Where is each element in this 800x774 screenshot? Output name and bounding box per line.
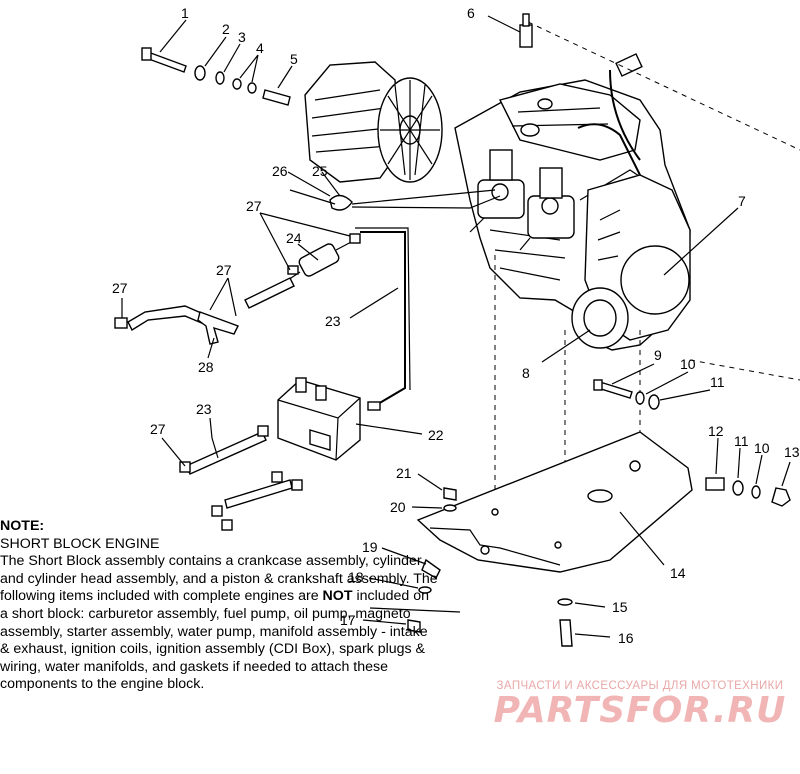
- callout-20: 20: [390, 499, 406, 515]
- callout-11-upper: 11: [710, 374, 725, 390]
- callout-14: 14: [670, 565, 686, 581]
- callout-15: 15: [612, 599, 628, 615]
- callout-8: 8: [522, 365, 530, 381]
- callout-2: 2: [222, 21, 230, 37]
- short-block-note: NOTE: SHORT BLOCK ENGINE The Short Block…: [0, 518, 440, 694]
- watermark-tagline: ЗАПЧАСТИ И АКСЕССУАРЫ ДЛЯ МОТОТЕХНИКИ: [496, 680, 784, 692]
- fuel-lines: [114, 189, 501, 405]
- mount-hardware-right: [593, 379, 791, 507]
- callout-22: 22: [428, 427, 444, 443]
- clutch-hardware: [141, 47, 291, 106]
- callout-16: 16: [618, 630, 634, 646]
- callout-11-lower: 11: [734, 433, 749, 449]
- mount-hardware-left: [369, 487, 573, 647]
- callout-13: 13: [784, 444, 800, 460]
- note-body: The Short Block assembly contains a cran…: [0, 553, 438, 692]
- callout-3: 3: [238, 29, 246, 45]
- note-emphasis: NOT: [322, 588, 353, 605]
- callout-9: 9: [654, 347, 662, 363]
- note-subtitle: SHORT BLOCK ENGINE: [0, 535, 160, 552]
- note-title: NOTE:: [0, 518, 45, 534]
- callout-7: 7: [738, 193, 746, 209]
- callout-27-top: 27: [246, 198, 262, 214]
- watermark: ЗАПЧАСТИ И АКСЕССУАРЫ ДЛЯ МОТОТЕХНИКИ PA…: [490, 680, 790, 731]
- callout-12: 12: [708, 423, 724, 439]
- starter-pulley: [571, 287, 629, 349]
- callout-21: 21: [396, 465, 412, 481]
- callout-27-middle: 27: [216, 262, 232, 278]
- callout-19: 19: [362, 539, 378, 555]
- callout-labels: 1 2 3 4 5 6 7 8 9 10 10 11 11 12 13 14 1…: [112, 5, 800, 646]
- callout-26: 26: [272, 163, 288, 179]
- callout-5: 5: [290, 51, 298, 67]
- leader-lines: [121, 15, 791, 638]
- carburetor-assembly: [469, 149, 575, 251]
- engine-block: [454, 53, 691, 351]
- fitting-6: [519, 13, 533, 48]
- callout-27-left: 27: [112, 280, 128, 296]
- note-body-end: included on a short block: carburetor as…: [0, 588, 430, 693]
- callout-25: 25: [312, 163, 328, 179]
- callout-4: 4: [256, 40, 264, 56]
- callout-24: 24: [286, 230, 302, 246]
- drive-clutch: [304, 61, 443, 183]
- engine-mount-plate: [416, 431, 693, 573]
- callout-10-lower: 10: [754, 440, 770, 456]
- callout-23-lower: 23: [196, 401, 212, 417]
- callout-27-lower: 27: [150, 421, 166, 437]
- callout-10-upper: 10: [680, 356, 696, 372]
- callout-6: 6: [467, 5, 475, 21]
- fuel-pump: [277, 377, 381, 461]
- callout-17: 17: [340, 612, 356, 628]
- callout-1: 1: [181, 5, 189, 21]
- note-body-start: The Short Block assembly contains a cran…: [0, 553, 438, 605]
- callout-18: 18: [348, 569, 364, 585]
- watermark-logo: PARTSFOR.RU: [493, 690, 787, 731]
- callout-23-upper: 23: [325, 313, 341, 329]
- callout-28: 28: [198, 359, 214, 375]
